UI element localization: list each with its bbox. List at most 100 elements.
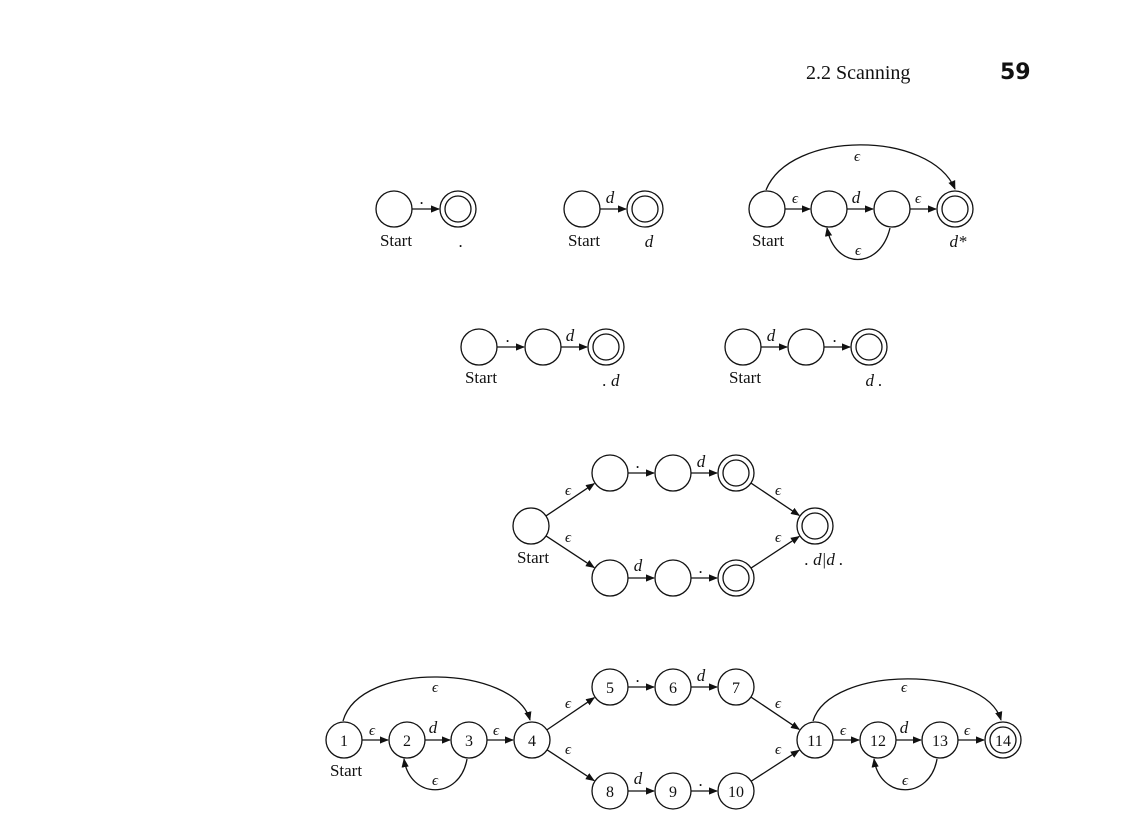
start-state xyxy=(748,190,786,228)
state xyxy=(524,328,562,366)
state-2: 2 xyxy=(388,721,426,759)
epsilon-label: ϵ xyxy=(565,696,572,712)
epsilon-label: ϵ xyxy=(902,773,909,789)
epsilon-label: ϵ xyxy=(915,191,922,207)
page-number: 59 xyxy=(1000,60,1031,85)
start-label: Start xyxy=(380,231,412,250)
start-state xyxy=(512,507,550,545)
diagram-caption: . d xyxy=(603,371,621,390)
state-13: 13 xyxy=(921,721,959,759)
d-label: d xyxy=(767,326,776,345)
accept-state xyxy=(717,454,755,492)
dot-label: . xyxy=(699,558,703,577)
state-number: 1 xyxy=(340,733,348,750)
dot-label: . xyxy=(636,667,640,686)
accept-state xyxy=(936,190,974,228)
d-label: d xyxy=(634,556,643,575)
accept-state xyxy=(626,190,664,228)
epsilon-loop-arrow xyxy=(824,227,891,261)
epsilon-label: ϵ xyxy=(792,191,799,207)
d-label: d xyxy=(634,769,643,788)
state-number: 9 xyxy=(669,784,677,801)
state xyxy=(591,559,629,597)
start-label: Start xyxy=(465,368,497,387)
start-state xyxy=(724,328,762,366)
accept-state xyxy=(439,190,477,228)
diagram-caption: d . xyxy=(866,371,883,390)
transition-arrow xyxy=(750,482,800,516)
state-number: 14 xyxy=(995,733,1011,750)
dot-label: . xyxy=(699,771,703,790)
d-label: d xyxy=(429,718,438,737)
state-14: 14 xyxy=(984,721,1022,759)
transition-arrow xyxy=(750,749,800,782)
state-number: 5 xyxy=(606,680,614,697)
accept-state xyxy=(717,559,755,597)
epsilon-loop-arrow xyxy=(871,758,938,791)
state-1: 1 xyxy=(325,721,363,759)
d-label: d xyxy=(697,666,706,685)
accept-state xyxy=(796,507,834,545)
state-number: 10 xyxy=(728,784,744,801)
epsilon-label: ϵ xyxy=(493,723,500,739)
state-12: 12 xyxy=(859,721,897,759)
state xyxy=(654,454,692,492)
state-5: 5 xyxy=(591,668,629,706)
epsilon-loop-arrow xyxy=(812,678,1003,722)
start-label: Start xyxy=(729,368,761,387)
epsilon-label: ϵ xyxy=(565,483,572,499)
transition-arrow xyxy=(546,697,596,731)
start-label: Start xyxy=(752,231,784,250)
d-label: d xyxy=(900,718,909,737)
state xyxy=(787,328,825,366)
state-11: 11 xyxy=(796,721,834,759)
state-number: 8 xyxy=(606,784,614,801)
dot-label: . xyxy=(506,327,510,346)
state xyxy=(591,454,629,492)
state-number: 6 xyxy=(669,680,677,697)
state-number: 13 xyxy=(932,733,948,750)
d-label: d xyxy=(606,188,615,207)
dot-label: . xyxy=(420,189,424,208)
start-label: Start xyxy=(568,231,600,250)
epsilon-label: ϵ xyxy=(901,680,908,696)
epsilon-loop-arrow xyxy=(765,144,956,191)
epsilon-loop-arrow xyxy=(401,758,468,791)
start-state xyxy=(375,190,413,228)
epsilon-label: ϵ xyxy=(775,742,782,758)
epsilon-label: ϵ xyxy=(854,149,861,165)
diagram-caption: d* xyxy=(950,232,968,251)
state xyxy=(654,559,692,597)
start-state xyxy=(460,328,498,366)
epsilon-label: ϵ xyxy=(432,680,439,696)
dot-label: . xyxy=(833,327,837,346)
transition-arrow xyxy=(750,696,800,730)
state-number: 12 xyxy=(870,733,886,750)
diagram-caption: d xyxy=(645,232,654,251)
d-label: d xyxy=(852,188,861,207)
state-3: 3 xyxy=(450,721,488,759)
section-title: 2.2 Scanning xyxy=(806,62,911,84)
accept-state xyxy=(850,328,888,366)
diagram-caption: . d|d . xyxy=(805,550,844,569)
epsilon-label: ϵ xyxy=(840,723,847,739)
epsilon-loop-arrow xyxy=(342,676,532,722)
state-8: 8 xyxy=(591,772,629,810)
epsilon-label: ϵ xyxy=(775,696,782,712)
state-4: 4 xyxy=(513,721,551,759)
start-label: Start xyxy=(517,548,549,567)
epsilon-label: ϵ xyxy=(565,530,572,546)
state-6: 6 xyxy=(654,668,692,706)
epsilon-label: ϵ xyxy=(775,530,782,546)
state-number: 4 xyxy=(528,733,536,750)
state-7: 7 xyxy=(717,668,755,706)
state-number: 3 xyxy=(465,733,473,750)
start-state xyxy=(563,190,601,228)
dot-label: . xyxy=(636,453,640,472)
d-label: d xyxy=(697,452,706,471)
transition-arrow xyxy=(546,749,595,782)
epsilon-label: ϵ xyxy=(855,243,862,259)
state-10: 10 xyxy=(717,772,755,810)
epsilon-label: ϵ xyxy=(775,483,782,499)
state-number: 2 xyxy=(403,733,411,750)
